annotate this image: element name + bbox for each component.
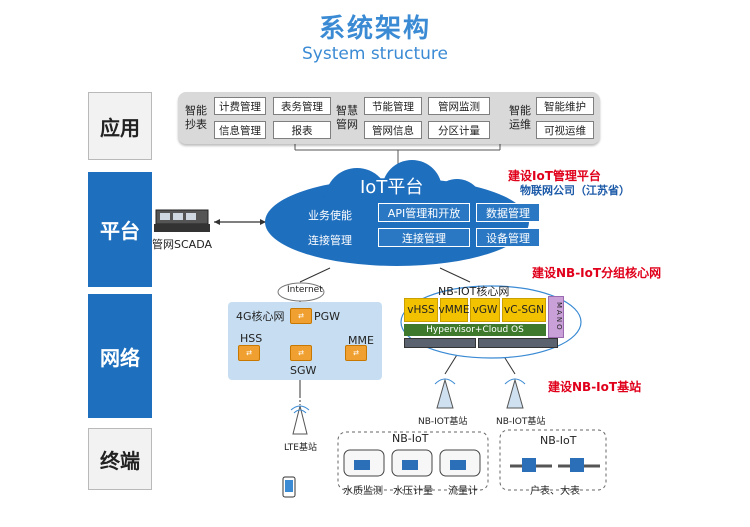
internet-label: Internet (287, 285, 323, 295)
vmme-block: vMME (439, 298, 469, 322)
hypervisor-bar: Hypervisor+Cloud OS (404, 324, 546, 336)
lte-base-station-label: LTE基站 (284, 443, 317, 453)
nb-core-label: NB-IOT核心网 (438, 285, 510, 298)
flow-meter-label: 流量计 (448, 486, 478, 497)
vc-sgn-block: vC-SGN (502, 298, 546, 322)
server-rack-right (478, 338, 558, 348)
scada-label: 管网SCADA (152, 238, 212, 251)
nb-bs-note: 建设NB-IoT基站 (548, 380, 642, 394)
phone-icon (282, 476, 296, 498)
visual-ops-item[interactable]: 可视运维 (536, 121, 594, 139)
page-subtitle: System structure (302, 44, 448, 64)
meter-management-item[interactable]: 表务管理 (273, 97, 331, 115)
water-pressure-label: 水压计量 (393, 486, 433, 497)
hss-node-icon: ⇄ (238, 345, 260, 361)
nb-base-station-1-icon (434, 378, 456, 409)
nb-base-station-1-label: NB-IOT基站 (418, 417, 468, 427)
page-title: 系统架构 (318, 14, 431, 44)
report-item[interactable]: 报表 (273, 121, 331, 139)
water-meters-icon (510, 458, 600, 472)
server-rack-left (404, 338, 476, 348)
nb-iot-terminal-1-label: NB-IoT (392, 432, 429, 445)
mme-label: MME (348, 334, 374, 347)
nb-base-station-2-label: NB-IOT基站 (496, 417, 546, 427)
mano-block: MANO (548, 296, 564, 338)
layer-network: 网络 (88, 294, 152, 418)
scada-console-icon (154, 209, 210, 232)
lte-base-station-icon (290, 405, 310, 435)
app-group-smart-pipeline-label: 智慧 管网 (336, 104, 358, 131)
smart-maintenance-item[interactable]: 智能维护 (536, 97, 594, 115)
nb-base-station-2-icon (504, 378, 526, 409)
device-management-button[interactable]: 设备管理 (476, 228, 540, 247)
business-enable-label: 业务使能 (308, 209, 352, 222)
billing-management-item[interactable]: 计费管理 (214, 97, 266, 115)
household-meter-label: 户表、大表 (530, 486, 580, 497)
water-tank-sensors-icon (343, 449, 481, 477)
internet-cloud-icon (277, 282, 325, 302)
api-management-button[interactable]: API管理和开放 (378, 203, 470, 222)
energy-management-item[interactable]: 节能管理 (364, 97, 422, 115)
layer-terminal: 终端 (88, 428, 152, 490)
sgw-label: SGW (290, 364, 317, 377)
mme-node-icon: ⇄ (345, 345, 367, 361)
core-4g-label: 4G核心网 (236, 310, 285, 323)
info-management-item[interactable]: 信息管理 (214, 121, 266, 139)
nb-core-note: 建设NB-IoT分组核心网 (532, 266, 662, 280)
layer-application: 应用 (88, 92, 152, 160)
platform-note-red: 建设IoT管理平台 (508, 169, 601, 183)
data-management-button[interactable]: 数据管理 (476, 203, 540, 222)
connection-management-row-label: 连接管理 (308, 234, 352, 247)
pgw-label: PGW (314, 310, 341, 323)
pgw-node-icon: ⇄ (290, 308, 312, 324)
nb-iot-terminal-2-label: NB-IoT (540, 434, 577, 447)
zone-metering-item[interactable]: 分区计量 (428, 121, 490, 139)
iot-platform-title: IoT平台 (360, 177, 424, 198)
pipeline-monitoring-item[interactable]: 管网监测 (428, 97, 490, 115)
hss-label: HSS (240, 332, 263, 345)
sgw-node-icon: ⇄ (290, 345, 312, 361)
vgw-block: vGW (470, 298, 500, 322)
connection-management-button[interactable]: 连接管理 (378, 228, 470, 247)
app-group-smart-ops-label: 智能 运维 (509, 104, 531, 131)
pipeline-info-item[interactable]: 管网信息 (364, 121, 422, 139)
layer-platform: 平台 (88, 172, 152, 287)
platform-note-blue: 物联网公司（江苏省） (520, 184, 630, 197)
water-quality-label: 水质监测 (343, 486, 383, 497)
vhss-block: vHSS (404, 298, 438, 322)
app-group-smart-metering-label: 智能 抄表 (185, 104, 207, 131)
